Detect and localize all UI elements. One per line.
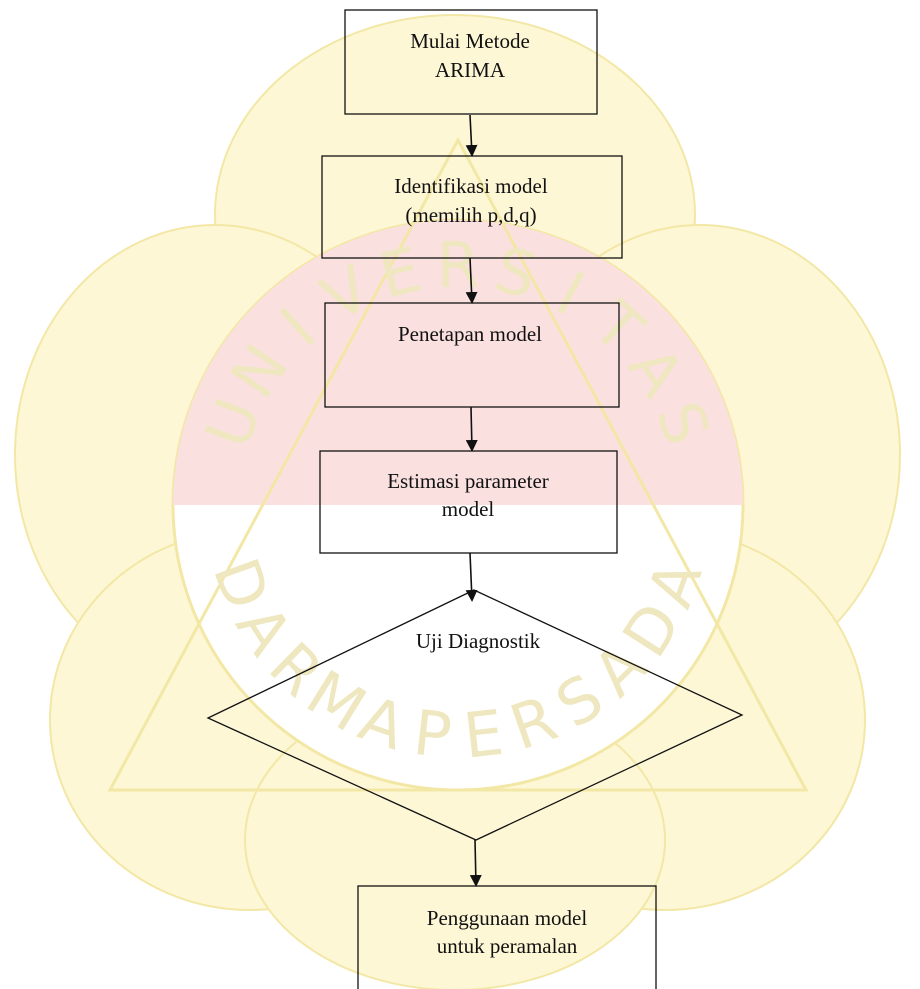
node-specify-line-1: Penetapan model (398, 322, 542, 346)
node-diagnostic-diamond (206, 589, 744, 841)
node-specify-box (324, 302, 620, 408)
arrow-start-to-identify (465, 114, 478, 157)
node-identify-line-1: Identifikasi model (394, 174, 548, 198)
node-estimate: Estimasi parameter model (319, 450, 618, 554)
watermark-letter: R (436, 229, 479, 302)
node-forecast-line-1: Penggunaan model (427, 906, 588, 930)
arrow-identify-to-specify (465, 257, 478, 304)
node-start-line-2: ARIMA (435, 58, 506, 82)
arrow-estimate-to-diagnostic (465, 552, 478, 602)
node-forecast-line-2: untuk peramalan (437, 934, 578, 958)
node-diagnostic-line-1: Uji Diagnostik (416, 629, 541, 653)
node-identify-box (321, 155, 623, 259)
node-estimate-box (319, 450, 618, 554)
node-forecast: Penggunaan model untuk peramalan (357, 885, 657, 989)
watermark-red-half (173, 220, 743, 505)
node-identify: Identifikasi model (memilih p,d,q) (321, 155, 623, 259)
arrow-specify-to-estimate (465, 406, 478, 452)
watermark-triangle (107, 136, 809, 792)
node-start-line-1: Mulai Metode (410, 29, 530, 53)
arrow-diagnostic-to-forecast (469, 839, 482, 887)
node-estimate-line-1: Estimasi parameter (387, 469, 549, 493)
node-start: Mulai Metode ARIMA (344, 9, 598, 115)
node-estimate-line-2: model (442, 497, 495, 521)
watermark-letter: P (410, 696, 455, 773)
node-specify: Penetapan model (324, 302, 620, 408)
node-identify-line-2: (memilih p,d,q) (405, 203, 536, 227)
node-start-box (344, 9, 598, 115)
node-forecast-box (357, 885, 657, 989)
node-diagnostic: Uji Diagnostik (206, 589, 744, 841)
watermark-letter: E (460, 696, 507, 773)
